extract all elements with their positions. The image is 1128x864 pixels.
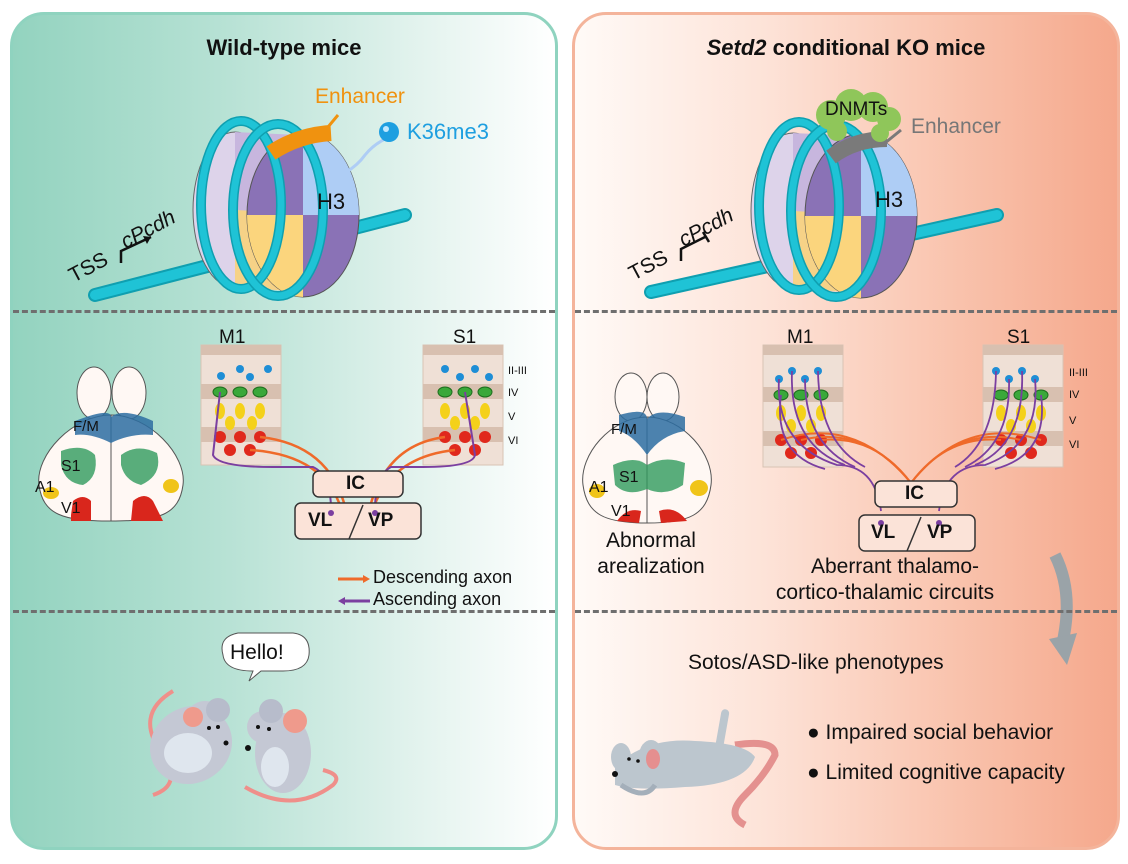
- layer-label-4: IV: [508, 387, 519, 399]
- brain-label-fm: F/M: [73, 418, 99, 435]
- layer-label-5-ko: V: [1069, 415, 1077, 427]
- legend-ascending: Ascending axon: [373, 589, 502, 609]
- tss-blocked-icon: [679, 235, 706, 261]
- dnmts-label: DNMTs: [825, 99, 888, 120]
- s1-label-ko: S1: [1007, 327, 1031, 348]
- vl-label-ko: VL: [871, 522, 896, 543]
- vp-label-ko: VP: [927, 522, 953, 543]
- brain-label-v1-ko: V1: [611, 503, 631, 520]
- section-divider: [13, 310, 555, 313]
- thalamus-box: [294, 502, 422, 540]
- ic-box-ko: [874, 480, 958, 508]
- layer-label-2-3-ko: II-III: [1069, 367, 1088, 379]
- title-rest: conditional KO mice: [766, 35, 986, 60]
- speech-bubble: [221, 632, 310, 682]
- mouse-illustration-ko: [611, 709, 779, 829]
- brain-map-ko: [582, 372, 712, 524]
- brain-label-s1-ko: S1: [619, 469, 639, 486]
- vl-label: VL: [308, 510, 333, 531]
- section-divider: [575, 310, 1117, 313]
- circuit-caption-2: cortico-thalamic circuits: [775, 581, 995, 604]
- brain-label-v1: V1: [61, 500, 81, 517]
- phenotype-heading: Sotos/ASD-like phenotypes: [688, 651, 944, 674]
- ic-box: [312, 470, 404, 498]
- m1-label-ko: M1: [787, 327, 814, 348]
- wildtype-panel: Wild-type mice Enhancer K36me3 H3 TSS cP…: [10, 12, 558, 850]
- enhancer-label-ko: Enhancer: [911, 115, 1001, 138]
- speech-bubble-text: Hello!: [230, 641, 284, 664]
- ko-panel: Setd2 conditional KO mice DNMTs Enhancer…: [572, 12, 1120, 850]
- ic-label: IC: [346, 473, 365, 494]
- ko-title: Setd2 conditional KO mice: [575, 35, 1117, 61]
- brain-label-fm-ko: F/M: [611, 421, 637, 438]
- section-divider: [13, 610, 555, 613]
- brain-label-a1-ko: A1: [589, 479, 609, 496]
- arealization-caption-1: Abnormal: [606, 529, 696, 552]
- layer-label-5: V: [508, 411, 516, 423]
- m1-label: M1: [219, 327, 246, 348]
- enhancer-segment: [266, 125, 332, 160]
- enhancer-label: Enhancer: [315, 85, 405, 108]
- nucleosome-diagram-wt: [88, 114, 412, 302]
- k36me3-label: K36me3: [407, 119, 489, 144]
- brain-label-a1: A1: [35, 479, 55, 496]
- dnmts-cloud: [816, 89, 901, 142]
- mice-illustration-wt: [148, 632, 339, 803]
- ic-label-ko: IC: [905, 483, 924, 504]
- mouse-ear-icon: [183, 707, 203, 727]
- thalamus-box-ko: [858, 514, 976, 552]
- h3-label-ko: H3: [875, 187, 904, 212]
- arealization-caption-2: arealization: [597, 555, 705, 578]
- brain-map-wt: [38, 366, 184, 522]
- legend-descending: Descending axon: [373, 567, 513, 587]
- circuit-diagram-ko: [762, 344, 1077, 665]
- circuit-caption-1: Aberrant thalamo-: [810, 555, 980, 578]
- circuit-diagram-wt: [200, 344, 504, 605]
- layer-label-6-ko: VI: [1069, 439, 1080, 451]
- h3-label: H3: [317, 189, 346, 214]
- nucleosome-diagram-ko: [644, 89, 1004, 302]
- phenotype-bullet-1-text: Impaired social behavior: [825, 721, 1054, 744]
- section-divider: [575, 610, 1117, 613]
- layer-label-4-ko: IV: [1069, 389, 1080, 401]
- tss-arrow-icon: [119, 235, 152, 263]
- gene-name: Setd2: [706, 35, 767, 60]
- phenotype-bullet-1: ● Impaired social behavior: [807, 721, 1054, 744]
- phenotype-bullet-2: ● Limited cognitive capacity: [807, 761, 1065, 784]
- brain-label-s1: S1: [61, 458, 81, 475]
- layer-label-2-3: II-III: [508, 365, 527, 377]
- layer-label-6: VI: [508, 435, 519, 447]
- vp-label: VP: [368, 510, 394, 531]
- wildtype-title: Wild-type mice: [206, 35, 362, 60]
- s1-label: S1: [453, 327, 477, 348]
- phenotype-bullet-2-text: Limited cognitive capacity: [825, 761, 1065, 784]
